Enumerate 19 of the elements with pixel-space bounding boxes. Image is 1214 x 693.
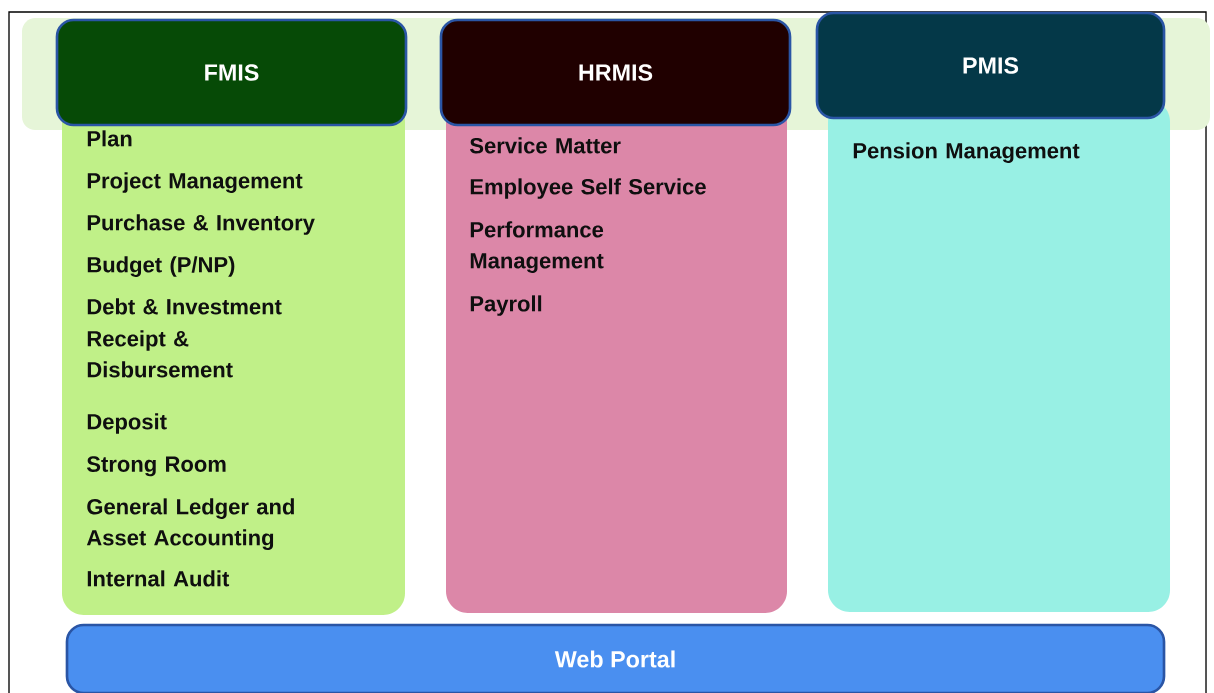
list-item: General Ledger and Asset Accounting [86,498,294,550]
list-item: Payroll [470,295,542,316]
list-item: Employee Self Service [470,178,706,199]
list-item: Receipt & Disbursement [87,330,233,378]
header-box: FMIS [55,18,408,127]
header-box: PMIS [815,11,1166,120]
list-item: Pension Management [853,142,1080,163]
portal-bar: Web Portal [65,623,1166,693]
list-item: Budget (P/NP) [87,256,235,277]
header-box: HRMIS [439,18,792,127]
list-item: Project Management [87,172,303,193]
list-item: Deposit [87,413,167,434]
list-item: Performance Management [470,221,604,273]
list-item: Plan [87,130,132,147]
list-item: Internal Audit [87,570,230,587]
list-item: Strong Room [86,456,226,477]
list-item: Service Matter [469,137,621,154]
list-item: Purchase & Inventory [87,214,315,235]
list-item: Debt & Investment [87,298,282,315]
